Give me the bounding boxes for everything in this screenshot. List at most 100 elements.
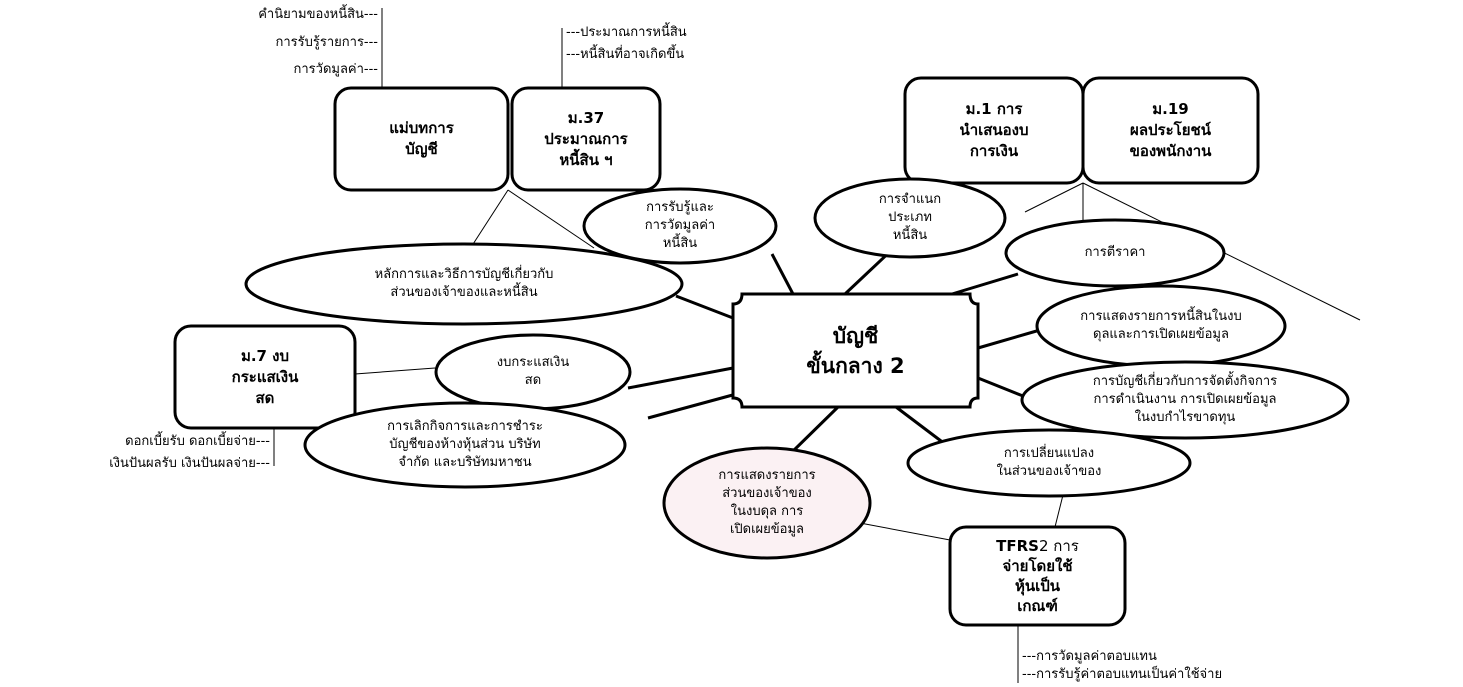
bs-equity-line-4: เปิดเผยข้อมูล xyxy=(729,522,805,537)
principles-ellipse: หลักการและวิธีการบัญชีเกี่ยวกับส่วนของเจ… xyxy=(246,244,682,324)
m37-box-shape xyxy=(510,86,662,192)
framework-box-line-2: บัญชี xyxy=(405,140,438,158)
pricing-ellipse-shape xyxy=(1004,218,1226,288)
discontinued-ellipse: การบัญชีเกี่ยวกับการจัดตั้งกิจการการดำเน… xyxy=(1022,362,1348,438)
classification-ellipse-shape xyxy=(813,177,1007,259)
spoke-bs-equity xyxy=(787,405,840,457)
m37-box-line-1: ม.37 xyxy=(567,108,605,127)
discontinued-ellipse-shape xyxy=(1020,360,1350,440)
equity-change-ellipse-shape xyxy=(906,428,1192,498)
m37-note-2: ---หนี้สินที่อาจเกิดขึ้น xyxy=(566,47,685,62)
m1-box-line-3: การเงิน xyxy=(969,142,1019,160)
bs-equity-ellipse-shape xyxy=(662,446,872,560)
center-topic: บัญชีขั้นกลาง 2 xyxy=(733,294,978,407)
m19-box-line-2: ผลประโยชน์ xyxy=(1130,121,1211,139)
bs-liabilities-line-1: การแสดงรายการหนี้สินในงบ xyxy=(1080,309,1242,324)
m37-box-line-2: ประมาณการ xyxy=(544,129,628,148)
m37-box-line-3: หนี้สิน ฯ xyxy=(559,150,613,169)
framework-note-1: คำนิยามของหนี้สิน--- xyxy=(258,7,378,22)
spoke-bs-liabilities xyxy=(977,328,1041,350)
tfrs2-box-line-4: เกณฑ์ xyxy=(1017,597,1058,615)
principles-line-2: ส่วนของเจ้าของและหนี้สิน xyxy=(390,285,538,300)
principles-line-1: หลักการและวิธีการบัญชีเกี่ยวกับ xyxy=(374,267,554,282)
topic-ellipses xyxy=(244,177,1350,560)
m37-box: ม.37 ประมาณการหนี้สิน ฯ xyxy=(512,88,660,190)
classification-line-1: การจำแนก xyxy=(878,192,942,207)
pricing-line-1: การตีราคา xyxy=(1084,245,1146,260)
pricing-ellipse: การตีราคา xyxy=(1006,220,1224,286)
spoke-dissolution xyxy=(647,391,741,420)
m19-to-classification xyxy=(1024,182,1084,213)
cashflow-line-1: งบกระแสเงิน xyxy=(496,355,570,370)
framework-note-3: การวัดมูลค่า--- xyxy=(293,62,379,77)
m7-box-shape xyxy=(173,324,357,430)
equity-change-line-1: การเปลี่ยนแปลง xyxy=(1003,446,1095,461)
spoke-discontinued xyxy=(977,376,1024,398)
m19-box: ม.19 ผลประโยชน์ของพนักงาน xyxy=(1083,78,1258,183)
spoke-principles xyxy=(675,294,734,320)
recognition-ellipse-shape xyxy=(582,187,778,265)
m7-box-line-3: สด xyxy=(255,388,275,407)
classification-ellipse: การจำแนกประเภทหนี้สิน xyxy=(815,179,1005,257)
m1-box: ม.1 การนำเสนองบการเงิน xyxy=(905,78,1083,183)
equity-change-line-2: ในส่วนของเจ้าของ xyxy=(996,464,1102,479)
classification-line-2: ประเภท xyxy=(888,210,932,225)
tfrs2-note-1: ---การวัดมูลค่าตอบแทน xyxy=(1022,649,1157,664)
m7-box-line-1: ม.7 งบ xyxy=(240,346,290,365)
bs-liabilities-ellipse: การแสดงรายการหนี้สินในงบดุลและการเปิดเผย… xyxy=(1037,286,1285,366)
framework-box-shape xyxy=(333,86,510,192)
center-line-2: ขั้นกลาง 2 xyxy=(806,353,905,378)
m19-box-shape xyxy=(1081,76,1260,185)
m7-box: ม.7 งบกระแสเงินสด xyxy=(175,326,355,428)
tfrs2-box-line-3: หุ้นเป็น xyxy=(1014,577,1061,595)
center-frame xyxy=(731,292,980,409)
m7-to-cashflow xyxy=(354,367,436,375)
tfrs2-box-line-1: TFRS2 การ xyxy=(996,536,1079,556)
m7-note-1: ดอกเบี้ยรับ ดอกเบี้ยจ่าย--- xyxy=(125,434,270,449)
tfrs2-box-shape xyxy=(948,525,1127,627)
topic-boxes xyxy=(173,76,1260,627)
bs-equity-line-1: การแสดงรายการ xyxy=(718,468,816,483)
center-line-1: บัญชี xyxy=(832,323,879,348)
framework-to-recognition xyxy=(507,189,595,249)
tfrs2-note-2: ---การรับรู้ค่าตอบแทนเป็นค่าใช้จ่าย xyxy=(1022,667,1223,682)
dissolution-line-3: จำกัด และบริษัทมหาชน xyxy=(398,455,532,470)
tfrs2-box-line-2: จ่ายโดยใช้ xyxy=(1002,557,1073,575)
framework-box-line-1: แม่บทการ xyxy=(389,119,454,137)
spoke-recognition xyxy=(770,253,795,295)
dissolution-ellipse-shape xyxy=(303,401,627,489)
m7-box-line-2: กระแสเงิน xyxy=(231,367,299,386)
dissolution-line-1: การเลิกกิจการและการชำระ xyxy=(387,419,543,434)
cashflow-line-2: สด xyxy=(524,373,542,388)
tfrs2-box: TFRS2 การจ่ายโดยใช้หุ้นเป็นเกณฑ์ xyxy=(950,527,1125,625)
tfrs2-box-bold: TFRS xyxy=(996,537,1039,555)
m19-box-line-1: ม.19 xyxy=(1152,100,1189,118)
framework-note-2: การรับรู้รายการ--- xyxy=(275,35,379,50)
tfrs2-box-rest: 2 การ xyxy=(1038,537,1079,555)
spoke-equity-change xyxy=(895,405,946,446)
m1-box-line-2: นำเสนองบ xyxy=(959,121,1029,139)
m1-box-line-1: ม.1 การ xyxy=(965,100,1023,118)
recognition-line-2: การวัดมูลค่า xyxy=(644,218,716,233)
bs-equity-ellipse: การแสดงรายการส่วนของเจ้าของในงบดุล การเป… xyxy=(664,448,870,558)
discontinued-line-3: ในงบกำไรขาดทุน xyxy=(1134,410,1236,425)
tfrs2-to-bs-equity xyxy=(859,522,951,541)
discontinued-line-1: การบัญชีเกี่ยวกับการจัดตั้งกิจการ xyxy=(1092,374,1278,389)
discontinued-line-2: การดำเนินงาน การเปิดเผยข้อมูล xyxy=(1093,392,1277,407)
framework-box: แม่บทการบัญชี xyxy=(335,88,508,190)
m19-box-line-3: ของพนักงาน xyxy=(1129,142,1212,160)
bs-equity-line-3: ในงบดุล การ xyxy=(730,504,804,519)
cashflow-ellipse: งบกระแสเงินสด xyxy=(436,335,630,409)
equity-change-ellipse: การเปลี่ยนแปลงในส่วนของเจ้าของ xyxy=(908,430,1190,496)
recognition-line-1: การรับรู้และ xyxy=(646,200,714,215)
m7-note-2: เงินปันผลรับ เงินปันผลจ่าย--- xyxy=(109,456,270,471)
dissolution-line-2: บัญชีของห้างหุ้นส่วน บริษัท xyxy=(389,437,541,452)
spoke-pricing xyxy=(951,272,1019,296)
recognition-ellipse: การรับรู้และการวัดมูลค่าหนี้สิน xyxy=(584,189,776,263)
recognition-line-3: หนี้สิน xyxy=(662,236,698,251)
principles-ellipse-shape xyxy=(244,242,684,326)
bs-liabilities-line-2: ดุลและการเปิดเผยข้อมูล xyxy=(1093,327,1229,342)
spoke-cashflow xyxy=(627,366,734,390)
bs-equity-line-2: ส่วนของเจ้าของ xyxy=(722,486,812,501)
